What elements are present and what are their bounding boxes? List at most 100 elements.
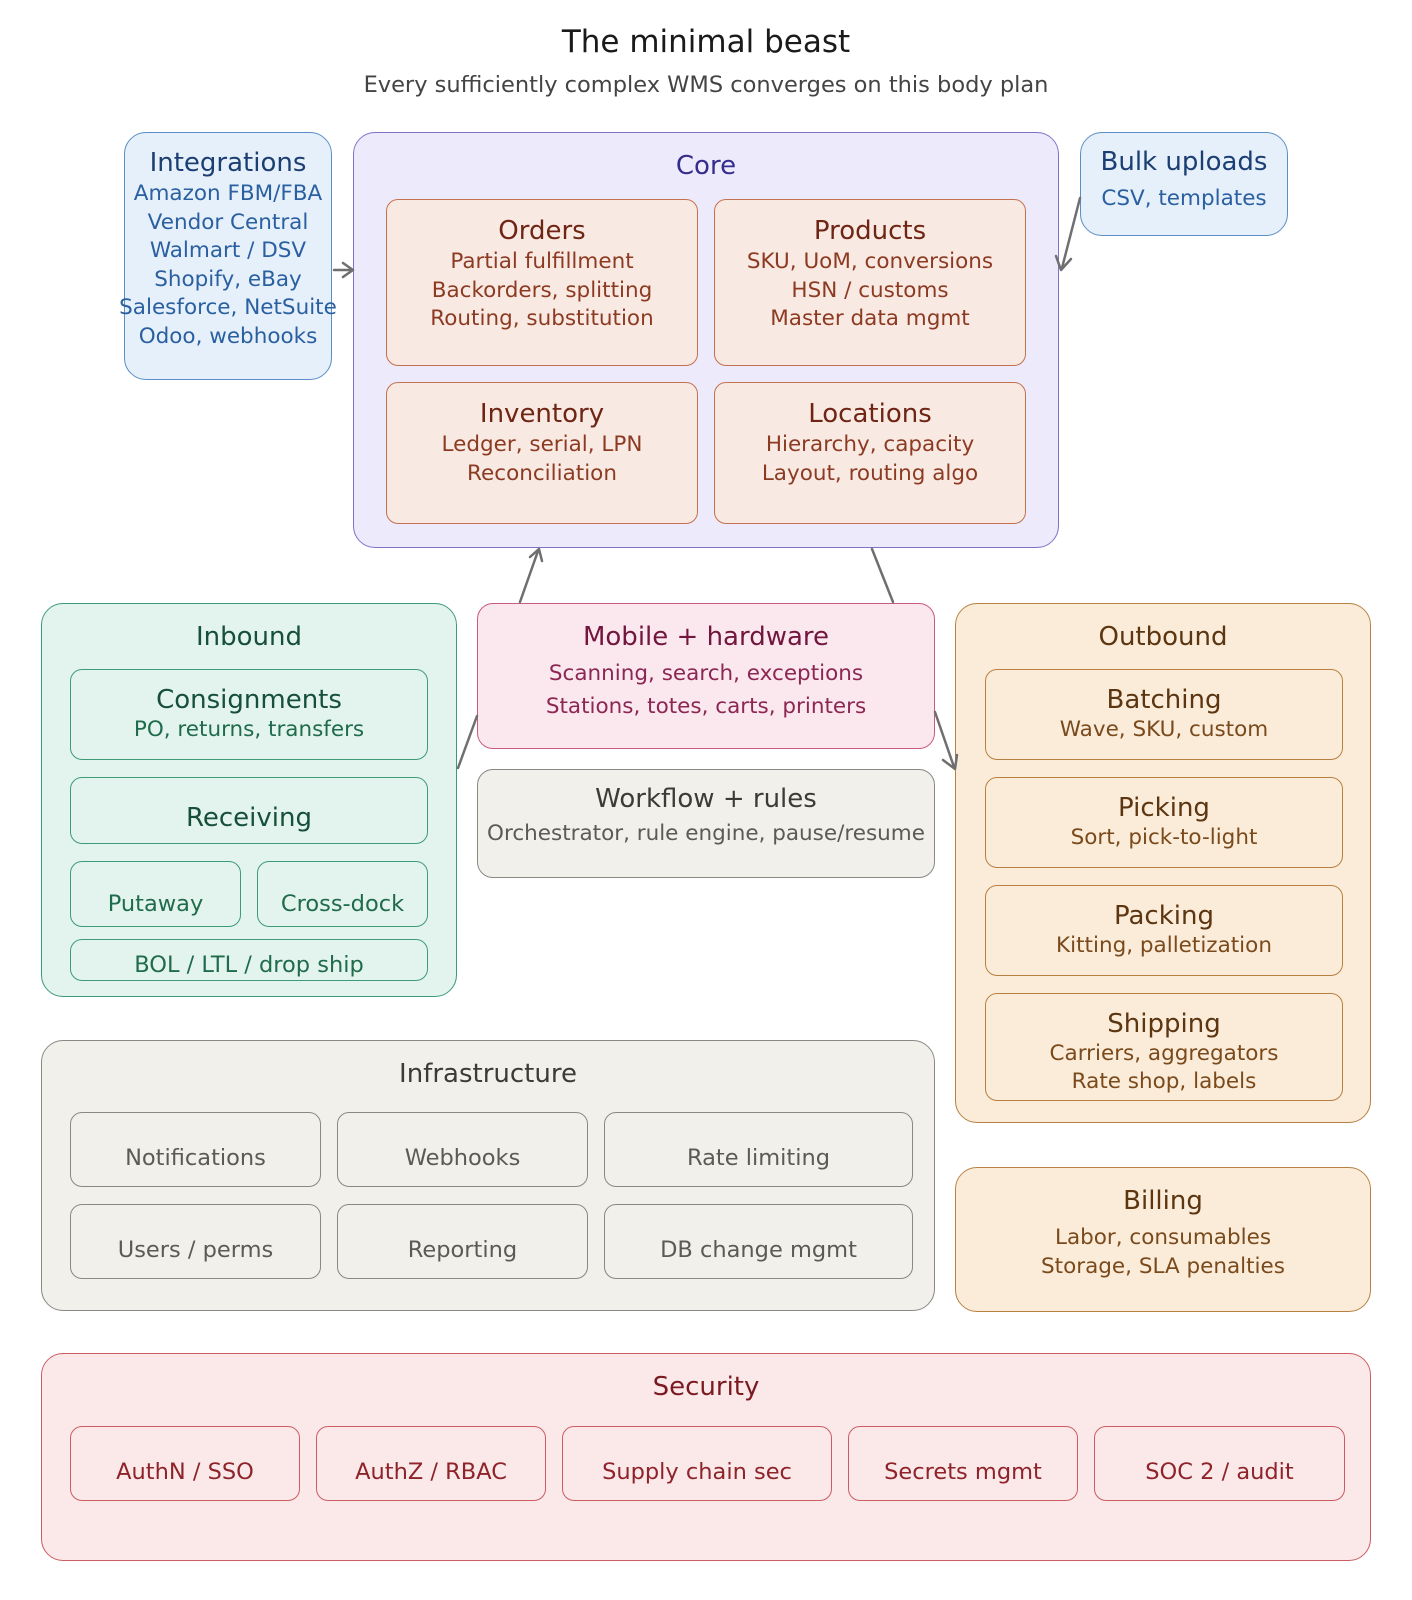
arrow-mobile-to-core	[518, 549, 540, 604]
line-inbound-to-mobile	[456, 714, 479, 770]
security-secrets: Secrets mgmt	[848, 1426, 1078, 1501]
integration-item: Walmart / DSV	[149, 238, 307, 263]
orders-title: Orders	[498, 216, 586, 246]
infra-db-change-mgmt: DB change mgmt	[604, 1204, 913, 1279]
inbound-consignments: Consignments PO, returns, transfers	[70, 669, 428, 760]
mobile-hardware-box: Mobile + hardware Scanning, search, exce…	[477, 603, 935, 749]
locations-line: Hierarchy, capacity	[765, 432, 975, 457]
arrow-mobile-to-outbound	[933, 710, 956, 769]
picking-desc: Sort, pick-to-light	[1070, 825, 1258, 850]
infra-item-label: Notifications	[125, 1145, 266, 1171]
infrastructure-title: Infrastructure	[399, 1059, 577, 1089]
billing-title: Billing	[1123, 1186, 1203, 1216]
inbound-title: Inbound	[195, 622, 303, 652]
security-item-label: Supply chain sec	[602, 1459, 792, 1485]
workflow-title: Workflow + rules	[595, 784, 817, 814]
arrow-bulk-to-core	[1060, 196, 1082, 270]
outbound-shipping: Shipping Carriers, aggregators Rate shop…	[985, 993, 1343, 1101]
bulk-uploads-desc: CSV, templates	[1101, 186, 1267, 211]
bol-label: BOL / LTL / drop ship	[134, 952, 364, 978]
infra-item-label: Users / perms	[117, 1237, 274, 1263]
outbound-title: Outbound	[1098, 622, 1228, 652]
outbound-batching: Batching Wave, SKU, custom	[985, 669, 1343, 760]
outbound-picking: Picking Sort, pick-to-light	[985, 777, 1343, 868]
security-supply-chain: Supply chain sec	[562, 1426, 832, 1501]
diagram-subtitle: Every sufficiently complex WMS converges…	[363, 72, 1049, 98]
core-inventory: Inventory Ledger, serial, LPN Reconcilia…	[386, 382, 698, 524]
orders-details: Partial fulfillment Backorders, splittin…	[387, 248, 697, 334]
billing-box: Billing Labor, consumables Storage, SLA …	[955, 1167, 1371, 1312]
billing-line: Labor, consumables	[1054, 1225, 1272, 1250]
inbound-putaway: Putaway	[70, 861, 241, 927]
integrations-list: Amazon FBM/FBA Vendor Central Walmart / …	[100, 180, 356, 351]
infra-users-perms: Users / perms	[70, 1204, 321, 1279]
products-title: Products	[813, 216, 927, 246]
crossdock-label: Cross-dock	[280, 891, 405, 917]
integrations-content: Integrations Amazon FBM/FBA Vendor Centr…	[100, 146, 356, 351]
security-item-label: SOC 2 / audit	[1145, 1459, 1294, 1485]
infra-item-label: DB change mgmt	[660, 1237, 857, 1263]
picking-title: Picking	[1118, 793, 1210, 823]
security-item-label: Secrets mgmt	[884, 1459, 1042, 1485]
inbound-receiving: Receiving	[70, 777, 428, 844]
infra-webhooks: Webhooks	[337, 1112, 588, 1187]
inventory-line: Reconciliation	[467, 460, 617, 486]
security-title: Security	[652, 1372, 760, 1402]
infra-item-label: Rate limiting	[686, 1145, 831, 1171]
consignments-title: Consignments	[156, 685, 342, 715]
infra-rate-limiting: Rate limiting	[604, 1112, 913, 1187]
inventory-details: Ledger, serial, LPN Reconciliation	[387, 431, 697, 488]
batching-desc: Wave, SKU, custom	[1059, 717, 1269, 742]
packing-desc: Kitting, palletization	[1056, 933, 1272, 958]
shipping-details: Carriers, aggregators Rate shop, labels	[986, 1040, 1342, 1096]
core-title: Core	[675, 151, 737, 181]
infra-item-label: Reporting	[407, 1237, 518, 1263]
locations-title: Locations	[808, 399, 932, 429]
consignments-desc: PO, returns, transfers	[133, 717, 365, 742]
bulk-uploads-title: Bulk uploads	[1100, 147, 1268, 177]
security-authz: AuthZ / RBAC	[316, 1426, 546, 1501]
orders-line: Partial fulfillment	[450, 249, 634, 274]
security-soc2: SOC 2 / audit	[1094, 1426, 1345, 1501]
shipping-line: Carriers, aggregators	[1049, 1041, 1279, 1066]
billing-line: Storage, SLA penalties	[1041, 1254, 1285, 1279]
locations-line: Layout, routing algo	[761, 460, 979, 486]
shipping-line: Rate shop, labels	[1071, 1069, 1257, 1094]
mobile-line: Scanning, search, exceptions	[548, 661, 864, 686]
integrations-title: Integrations	[149, 148, 307, 178]
mobile-line: Stations, totes, carts, printers	[545, 694, 867, 719]
integration-item: Salesforce, NetSuite	[119, 295, 337, 320]
line-core-to-mobile	[870, 547, 895, 604]
integration-item: Amazon FBM/FBA	[133, 181, 323, 206]
outbound-packing: Packing Kitting, palletization	[985, 885, 1343, 976]
infra-reporting: Reporting	[337, 1204, 588, 1279]
infra-notifications: Notifications	[70, 1112, 321, 1187]
core-products: Products SKU, UoM, conversions HSN / cus…	[714, 199, 1026, 366]
receiving-title: Receiving	[185, 803, 312, 833]
orders-line: Routing, substitution	[430, 306, 654, 331]
infra-item-label: Webhooks	[404, 1145, 521, 1171]
workflow-desc: Orchestrator, rule engine, pause/resume	[487, 821, 925, 846]
inventory-title: Inventory	[479, 399, 605, 429]
inbound-bol: BOL / LTL / drop ship	[70, 939, 428, 981]
core-orders: Orders Partial fulfillment Backorders, s…	[386, 199, 698, 366]
inventory-line: Ledger, serial, LPN	[441, 432, 643, 457]
integration-item: Odoo, webhooks	[138, 323, 318, 349]
integration-item: Vendor Central	[147, 209, 309, 235]
products-line: SKU, UoM, conversions	[746, 249, 994, 274]
security-item-label: AuthZ / RBAC	[355, 1459, 507, 1485]
putaway-label: Putaway	[107, 891, 204, 917]
arrowhead	[528, 547, 544, 563]
mobile-title: Mobile + hardware	[582, 622, 830, 652]
orders-line: Backorders, splitting	[431, 277, 653, 303]
diagram-title: The minimal beast	[561, 24, 851, 60]
security-item-label: AuthN / SSO	[116, 1459, 254, 1485]
products-line: HSN / customs	[791, 277, 949, 303]
inbound-crossdock: Cross-dock	[257, 861, 428, 927]
shipping-title: Shipping	[1107, 1009, 1221, 1039]
workflow-rules-box: Workflow + rules Orchestrator, rule engi…	[477, 769, 935, 878]
core-locations: Locations Hierarchy, capacity Layout, ro…	[714, 382, 1026, 524]
packing-title: Packing	[1113, 901, 1214, 931]
integration-item: Shopify, eBay	[154, 266, 302, 292]
batching-title: Batching	[1106, 685, 1222, 715]
